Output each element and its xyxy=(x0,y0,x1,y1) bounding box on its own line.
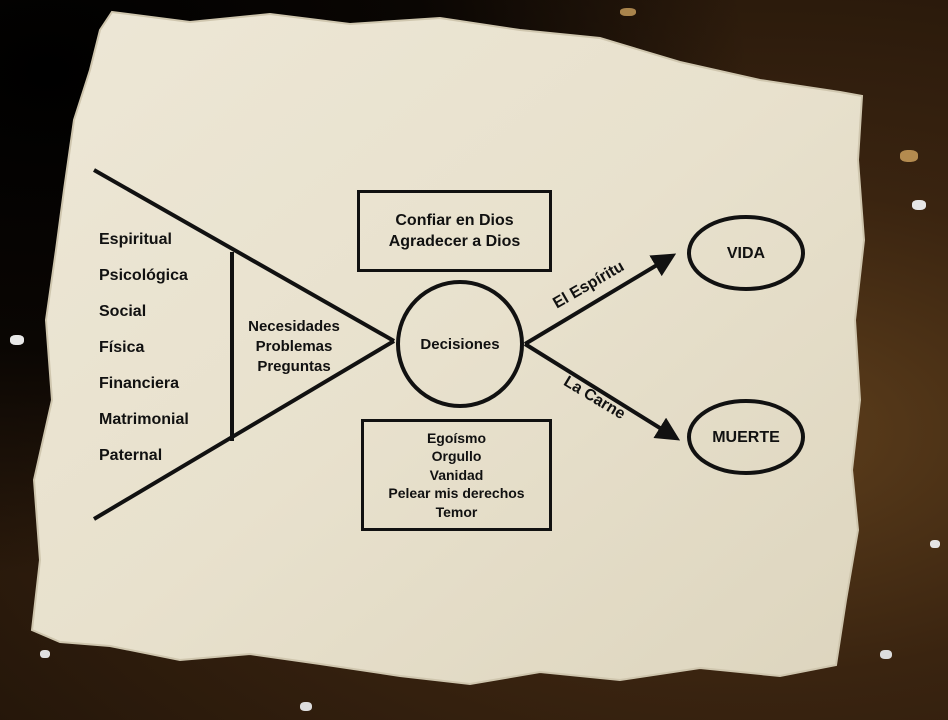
bottom-box-line: Vanidad xyxy=(429,466,484,483)
paper-shape xyxy=(30,10,866,686)
middle-problemas: Problemas xyxy=(255,338,333,355)
soil-grain xyxy=(900,150,918,162)
outcome-vida: VIDA xyxy=(726,245,766,262)
bottom-box-line: Orgullo xyxy=(431,448,482,465)
category-espiritual: Espiritual xyxy=(99,231,172,248)
soil-grain xyxy=(10,335,24,345)
bottom-box-line: Temor xyxy=(435,503,478,520)
category-financiera: Financiera xyxy=(99,375,180,392)
top-box-line: Confiar en Dios xyxy=(395,212,514,229)
arrow-to-vida xyxy=(523,253,677,346)
middle-preguntas: Preguntas xyxy=(257,358,331,375)
soil-grain xyxy=(40,650,50,658)
top-box: Confiar en Dios Agradecer a Dios xyxy=(357,190,552,272)
soil-grain xyxy=(620,8,636,16)
soil-grain xyxy=(912,200,926,210)
vida-ellipse xyxy=(687,215,805,291)
arrow-to-muerte xyxy=(523,342,681,441)
soil-grain xyxy=(880,650,892,659)
middle-necesidades: Necesidades xyxy=(248,318,340,335)
category-psicologica: Psicológica xyxy=(99,267,188,284)
category-matrimonial: Matrimonial xyxy=(99,411,189,428)
soil-grain xyxy=(300,702,312,711)
fishbone-upper-line xyxy=(93,168,395,343)
center-decisiones: Decisiones xyxy=(420,336,500,353)
outcome-muerte: MUERTE xyxy=(712,429,780,446)
bottom-box-line: Egoísmo xyxy=(426,429,487,446)
soil-grain xyxy=(930,540,940,548)
decisiones-circle xyxy=(396,280,524,408)
bottom-box-line: Pelear mis derechos xyxy=(388,485,525,502)
bottom-box: Egoísmo Orgullo Vanidad Pelear mis derec… xyxy=(361,419,552,531)
category-fisica: Física xyxy=(99,339,145,356)
category-paternal: Paternal xyxy=(99,447,163,464)
top-box-line: Agradecer a Dios xyxy=(388,233,521,250)
muerte-ellipse xyxy=(687,399,805,475)
fishbone-lower-line xyxy=(92,339,396,521)
category-social: Social xyxy=(99,303,147,320)
